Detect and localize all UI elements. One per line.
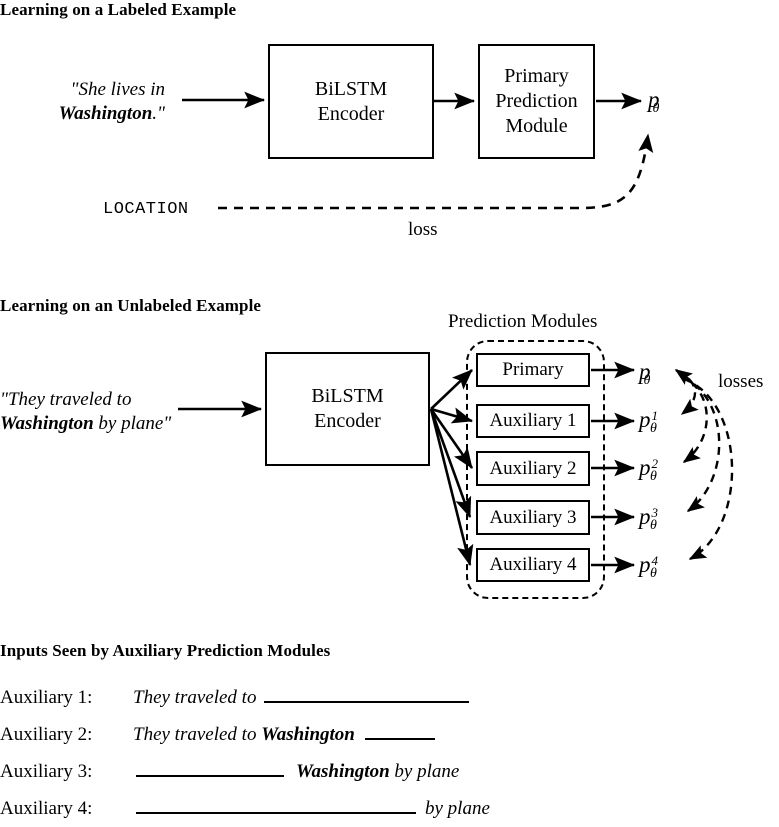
- arrow-encoder-to-module-auxiliary-4: [429, 408, 474, 567]
- labeled-module-line1: Primary: [504, 65, 569, 87]
- module-box-auxiliary-2: Auxiliary 2: [476, 451, 590, 486]
- labeled-encoder-line2: Encoder: [317, 102, 385, 125]
- module-label-auxiliary-1: Auxiliary 1: [489, 410, 577, 432]
- labeled-encoder-line1: BiLSTM: [314, 77, 388, 100]
- unlabeled-input-line1: "They traveled to: [0, 389, 132, 410]
- module-label-auxiliary-2: Auxiliary 2: [489, 457, 577, 479]
- aux-input-row-3: Auxiliary 3: Washington by plane: [0, 760, 459, 783]
- labeled-gold-label: LOCATION: [103, 200, 189, 219]
- labeled-bilstm-encoder-box: BiLSTM Encoder: [268, 44, 434, 159]
- section-title-labeled: Learning on a Labeled Example: [0, 0, 237, 19]
- aux-input-row-4: Auxiliary 4: by plane: [0, 797, 490, 820]
- labeled-input-text: "She lives in Washington.": [0, 78, 165, 127]
- aux-row-label-4: Auxiliary 4:: [0, 798, 93, 819]
- unlabeled-bilstm-encoder-box: BiLSTM Encoder: [265, 352, 430, 466]
- losses-label: losses: [718, 371, 764, 392]
- module-box-auxiliary-1: Auxiliary 1: [476, 404, 590, 438]
- aux-blank-2: [364, 723, 435, 740]
- module-box-primary: Primary: [476, 353, 590, 387]
- module-label-primary: Primary: [502, 359, 564, 381]
- aux-row-entity-3: Washington: [296, 761, 390, 782]
- labeled-input-line2-tail: .": [152, 103, 165, 125]
- aux-input-row-1: Auxiliary 1: They traveled to: [0, 686, 472, 709]
- labeled-input-line1: "She lives in: [70, 79, 165, 100]
- aux-input-row-2: Auxiliary 2: They traveled to Washington: [0, 723, 438, 746]
- labeled-primary-prediction-module-box: Primary Prediction Module: [478, 44, 595, 159]
- section-title-inputs-seen: Inputs Seen by Auxiliary Prediction Modu…: [0, 641, 331, 660]
- aux-row-content-4: by plane: [133, 797, 490, 820]
- arrow-encoder-to-module-auxiliary-3: [429, 408, 472, 518]
- aux-row-label-3: Auxiliary 3:: [0, 761, 93, 782]
- labeled-module-line3: Module: [505, 115, 568, 137]
- aux-row-content-2: They traveled to Washington: [133, 723, 438, 746]
- aux-row-label-2: Auxiliary 2:: [0, 724, 93, 745]
- aux-blank-1: [264, 686, 470, 703]
- output-p-theta-auxiliary-2: p2θ: [639, 455, 658, 484]
- unlabeled-input-entity: Washington: [0, 413, 94, 435]
- dashed-loss-arc-aux4: [683, 377, 734, 561]
- labeled-output-p-theta: pθ: [648, 87, 660, 116]
- module-label-auxiliary-3: Auxiliary 3: [489, 506, 577, 528]
- aux-row-content-3: Washington by plane: [133, 760, 459, 783]
- output-p-theta-auxiliary-1: p1θ: [639, 407, 658, 436]
- aux-row-label-1: Auxiliary 1:: [0, 687, 93, 708]
- aux-blank-3: [136, 760, 284, 777]
- unlabeled-input-line2-tail: by plane": [93, 413, 172, 435]
- aux-row-content-1: They traveled to: [133, 686, 472, 709]
- labeled-input-entity: Washington: [58, 103, 153, 125]
- dashed-loss-arc-aux1: [677, 370, 699, 415]
- dashed-loss-arc-aux3: [681, 375, 721, 512]
- aux-blank-4: [136, 797, 416, 814]
- module-label-auxiliary-4: Auxiliary 4: [489, 554, 577, 576]
- output-p-theta-auxiliary-3: p3θ: [639, 504, 658, 533]
- labeled-module-line2: Prediction: [495, 90, 578, 112]
- unlabeled-encoder-line2: Encoder: [314, 410, 381, 432]
- module-box-auxiliary-3: Auxiliary 3: [476, 500, 590, 535]
- unlabeled-encoder-line1: BiLSTM: [311, 385, 384, 407]
- output-p-theta-auxiliary-4: p4θ: [639, 552, 658, 581]
- output-p-theta-primary: pθ: [639, 359, 651, 388]
- dashed-loss-arrowhead-primary: [674, 369, 693, 385]
- module-box-auxiliary-4: Auxiliary 4: [476, 548, 590, 582]
- unlabeled-input-text: "They traveled to Washington by plane": [0, 388, 171, 437]
- labeled-loss-label: loss: [408, 219, 438, 240]
- prediction-modules-group-label: Prediction Modules: [448, 311, 598, 332]
- section-title-unlabeled: Learning on an Unlabeled Example: [0, 296, 262, 315]
- aux-row-entity-2: Washington: [261, 724, 355, 745]
- dashed-loss-arc-aux2: [679, 373, 708, 463]
